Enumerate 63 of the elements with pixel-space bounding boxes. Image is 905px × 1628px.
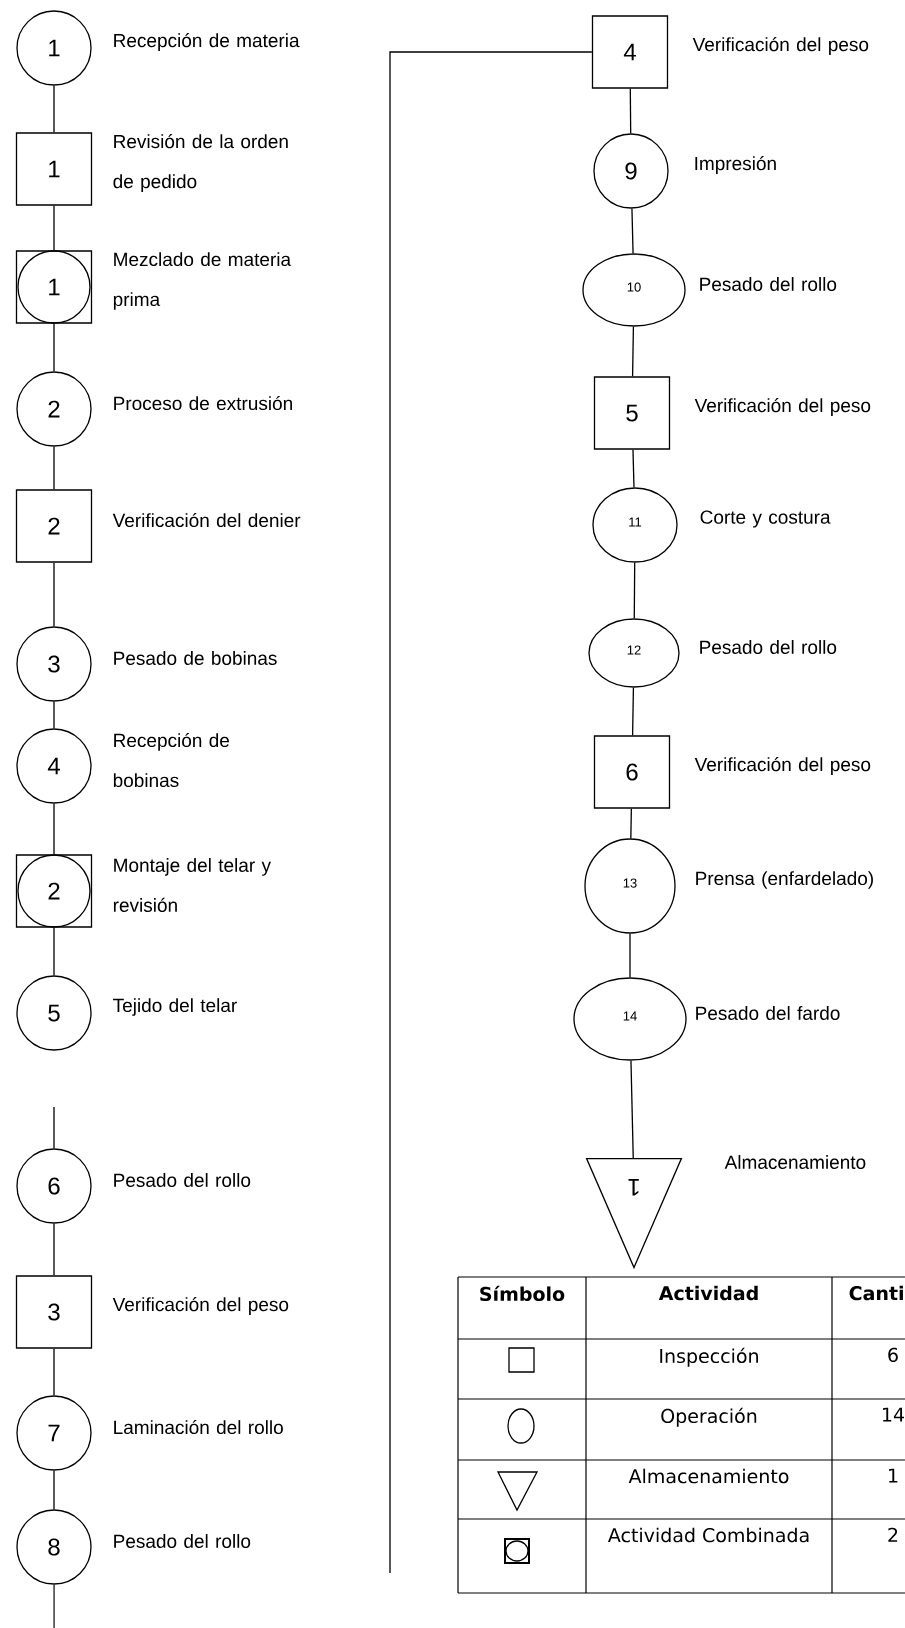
- table-cell-text: 14: [883, 1407, 904, 1422]
- step-label: Pesado del rollo: [700, 277, 837, 291]
- connector-line: [53, 803, 55, 855]
- step-label: Recepción de materia: [114, 33, 300, 51]
- table-header: Actividad: [658, 1285, 758, 1301]
- table-cell-text: 1: [889, 1468, 898, 1483]
- table-cell-text: 2: [888, 1527, 898, 1542]
- inspection-square: 6: [593, 735, 671, 809]
- step-label: Verificación del denier: [112, 512, 301, 528]
- connector-line: [629, 88, 632, 134]
- connector-line: [53, 1584, 55, 1628]
- step-label: Verificación del peso: [694, 398, 871, 416]
- step-label: Impresión: [695, 156, 776, 174]
- connector-line: [629, 933, 631, 978]
- connector-line: [631, 208, 634, 254]
- step-label: Laminación del rollo: [114, 1419, 283, 1435]
- inspection-square: 5: [593, 376, 671, 450]
- step-label: Pesado de bobinas: [114, 651, 277, 665]
- step-label: Corte y costura: [700, 510, 831, 528]
- connector-line: [630, 808, 632, 839]
- step-label: Pesado del rollo: [114, 1534, 251, 1548]
- connector-line: [53, 323, 55, 372]
- step-label: Pesado del rollo: [700, 640, 837, 654]
- step-label: Revisión de la orden de pedido: [113, 134, 288, 192]
- connector-line: [53, 1470, 55, 1510]
- step-label: Prensa (enfardelado): [696, 871, 873, 889]
- step-label: Pesado del rollo: [114, 1173, 251, 1187]
- step-label: Verificación del peso: [692, 37, 869, 55]
- connector-line: [53, 927, 55, 976]
- connector-line: [53, 205, 55, 251]
- table-header: Canti: [849, 1285, 903, 1301]
- connector-line: [53, 446, 55, 490]
- step-label: Recepción de bobinas: [113, 732, 229, 788]
- connector-line: [631, 687, 635, 736]
- step-label: Proceso de extrusión: [114, 395, 292, 411]
- step-label: Mezclado de materia prima: [113, 252, 292, 310]
- inspection-square: 4: [591, 15, 669, 89]
- step-label: Almacenamiento: [724, 1155, 866, 1169]
- step-label: Tejido del telar: [113, 998, 237, 1016]
- table-cell-text: 6: [888, 1347, 898, 1363]
- inspection-square: 3: [15, 1275, 93, 1349]
- connector-line: [53, 85, 55, 133]
- step-label: Pesado del fardo: [696, 1006, 840, 1020]
- inspection-square: 1: [15, 132, 93, 206]
- step-label: Verificación del peso: [694, 757, 871, 775]
- connector-line: [630, 1060, 634, 1159]
- step-label: Verificación del peso: [112, 1297, 289, 1315]
- connector-line: [53, 1223, 55, 1276]
- inspection-square: 2: [15, 489, 93, 563]
- connector-line: [389, 51, 593, 1574]
- connector-line: [53, 1106, 55, 1149]
- table-cell-text: Almacenamiento: [628, 1468, 789, 1484]
- table-cell-text: Operación: [661, 1407, 757, 1427]
- connector-line: [632, 449, 635, 489]
- step-label: Montaje del telar y revisión: [113, 858, 271, 912]
- table-header: Símbolo: [480, 1285, 565, 1302]
- connector-line: [53, 1348, 55, 1396]
- connector-line: [53, 701, 55, 729]
- table-cell-text: Actividad Combinada: [608, 1527, 809, 1543]
- connector-line: [633, 562, 636, 619]
- connector-line: [53, 562, 55, 627]
- connector-line: [631, 326, 635, 377]
- table-cell-text: Inspección: [660, 1347, 758, 1367]
